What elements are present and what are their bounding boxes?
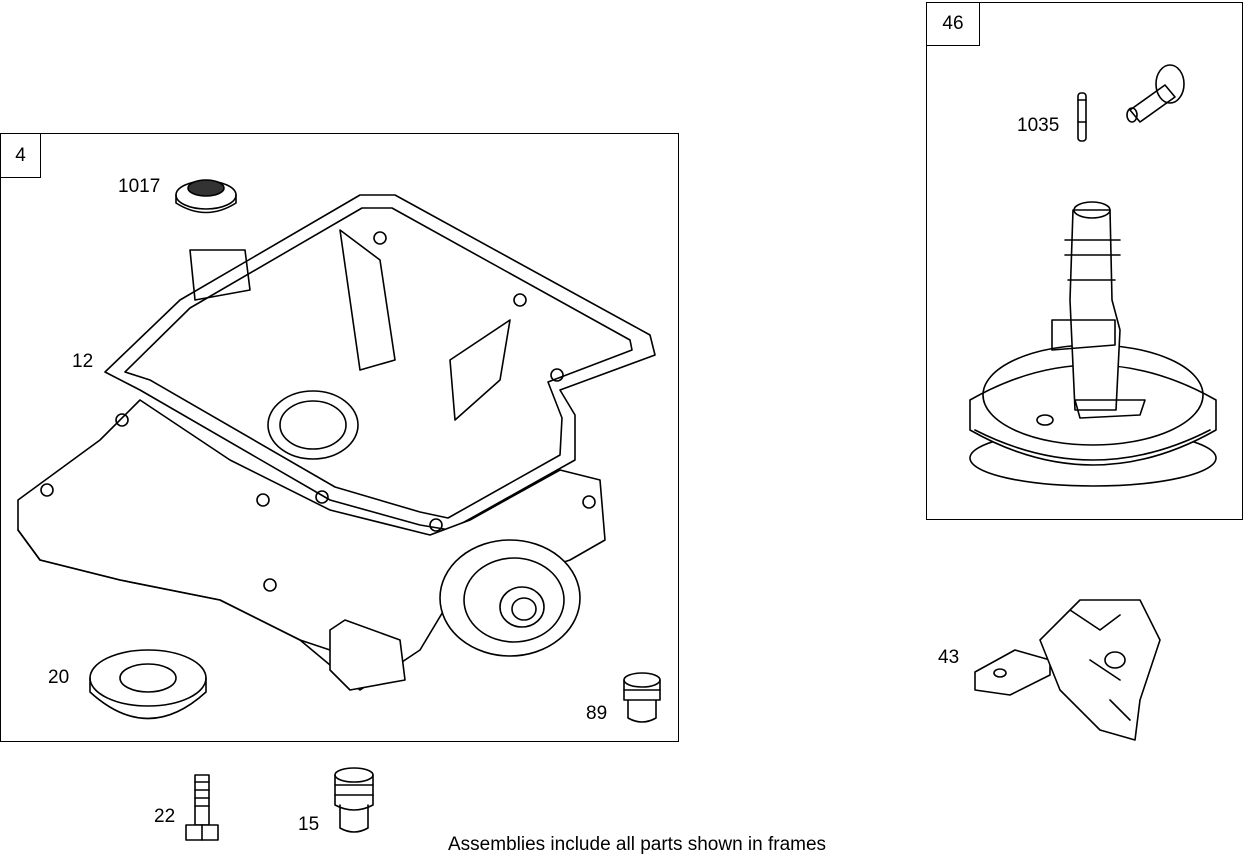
frame-camshaft-assembly: 46 (926, 2, 1243, 520)
part-46-camshaft (969, 201, 1217, 487)
part-20-seal (89, 649, 207, 720)
part-22-bolt (185, 774, 219, 841)
frame-sump-assembly: 4 (0, 133, 679, 742)
callout-20: 20 (48, 667, 70, 688)
part-1017-breather (175, 179, 237, 214)
callout-12: 12 (72, 351, 94, 372)
part-1035-pin (1077, 92, 1087, 142)
part-43-governor (974, 599, 1161, 741)
callout-22: 22 (154, 806, 176, 827)
frame-tag: 4 (1, 134, 41, 178)
part-89-plug (623, 672, 661, 723)
callout-89: 89 (586, 703, 608, 724)
callout-15: 15 (298, 814, 320, 835)
part-46-pivot-shaft (1126, 64, 1185, 123)
part-4-sump (17, 229, 606, 691)
callout-1035: 1035 (1017, 115, 1060, 136)
part-15-plug (334, 767, 374, 833)
callout-43: 43 (938, 647, 960, 668)
callout-1017: 1017 (118, 176, 161, 197)
diagram-caption: Assemblies include all parts shown in fr… (448, 834, 827, 855)
part-12-gasket (104, 194, 656, 531)
frame-tag: 46 (927, 3, 980, 46)
